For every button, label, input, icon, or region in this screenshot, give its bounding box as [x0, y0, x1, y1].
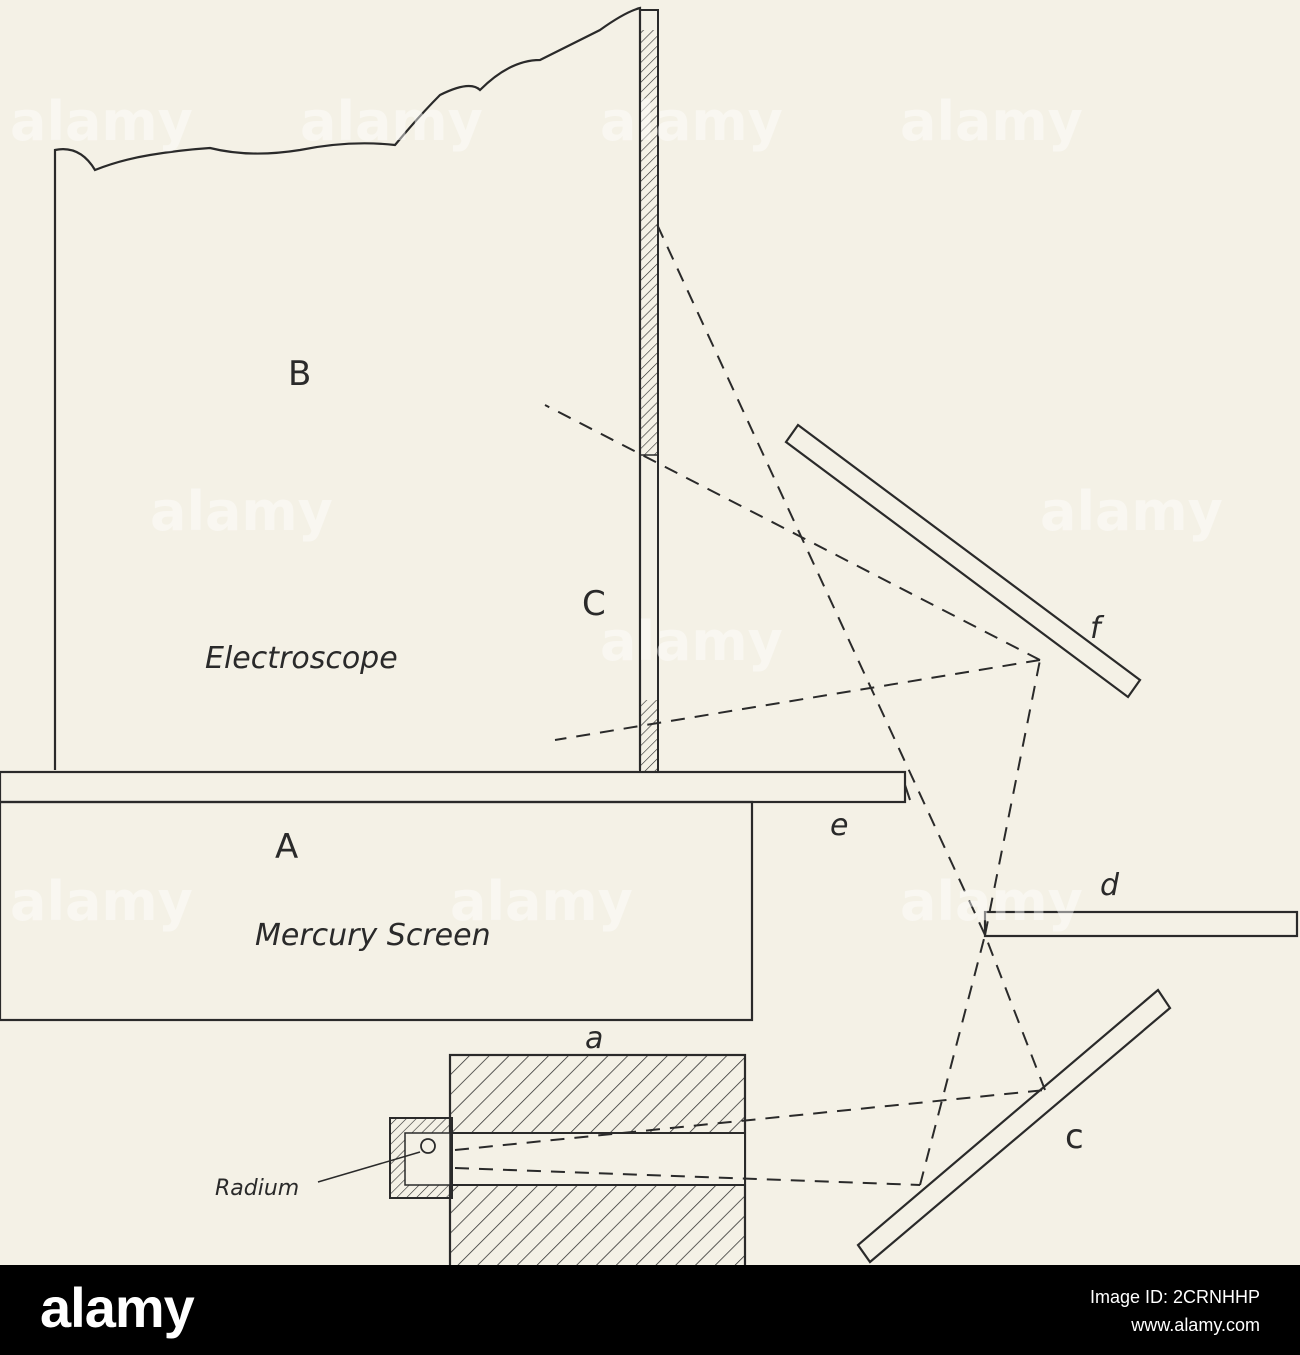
plate-c-hatch-lower [640, 700, 658, 772]
site-url: www.alamy.com [1131, 1315, 1260, 1335]
label-b: B [288, 354, 311, 394]
plate-d [983, 910, 1299, 938]
mirror-c [856, 988, 1172, 1264]
label-c-upper: C [582, 584, 606, 624]
radium-source [420, 1138, 436, 1154]
ray-paths [454, 219, 1046, 1186]
label-radium: Radium [215, 1176, 299, 1201]
mirror-f [784, 423, 1142, 699]
base-plate [0, 770, 907, 804]
mercury-screen-block [0, 800, 754, 1022]
brand-logo: alamy [40, 1276, 195, 1339]
radium-cavity [404, 1132, 451, 1186]
label-f: f [1090, 611, 1105, 646]
label-a-lower: a [585, 1021, 603, 1056]
image-id: Image ID: 2CRNHHP [1089, 1287, 1260, 1307]
electroscope-outline [53, 6, 642, 770]
radium-leader-line [317, 1151, 421, 1183]
apparatus-diagram: B C Electroscope f A e Mercury Screen d … [0, 6, 1299, 1265]
footer-meta: Image ID: 2CRNHHP www.alamy.com [1090, 1283, 1260, 1339]
label-electroscope: Electroscope [205, 641, 398, 676]
label-e: e [830, 808, 848, 843]
label-d: d [1100, 868, 1120, 903]
label-a-upper: A [275, 827, 298, 867]
label-c-lower: c [1065, 1117, 1084, 1157]
base-plate-lip [904, 784, 911, 801]
label-mercury-screen: Mercury Screen [255, 918, 491, 953]
plate-c-hatch-upper [640, 30, 658, 455]
footer-bar: alamy Image ID: 2CRNHHP www.alamy.com [0, 1265, 1300, 1355]
